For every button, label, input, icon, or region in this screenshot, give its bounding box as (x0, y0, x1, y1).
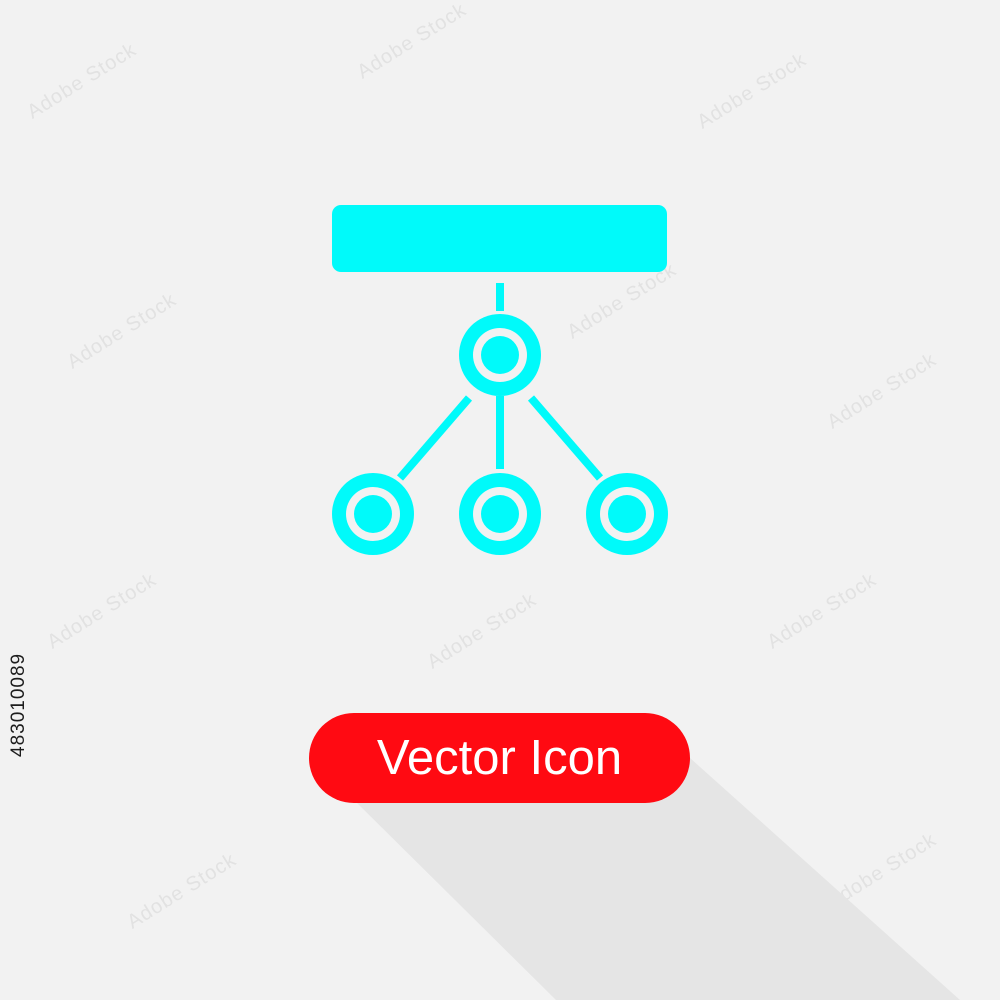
connector-right (527, 395, 604, 481)
connector-left (396, 395, 473, 481)
badge-label: Vector Icon (376, 731, 623, 785)
child-node-left (332, 473, 414, 555)
parent-node (459, 314, 541, 396)
stock-id-text: 483010089 (8, 652, 29, 757)
child-node-middle (459, 473, 541, 555)
connector-vertical-top (496, 283, 504, 311)
vector-icon-badge: Vector Icon (309, 713, 690, 803)
top-bar-shape (332, 205, 667, 272)
child-node-right (586, 473, 668, 555)
